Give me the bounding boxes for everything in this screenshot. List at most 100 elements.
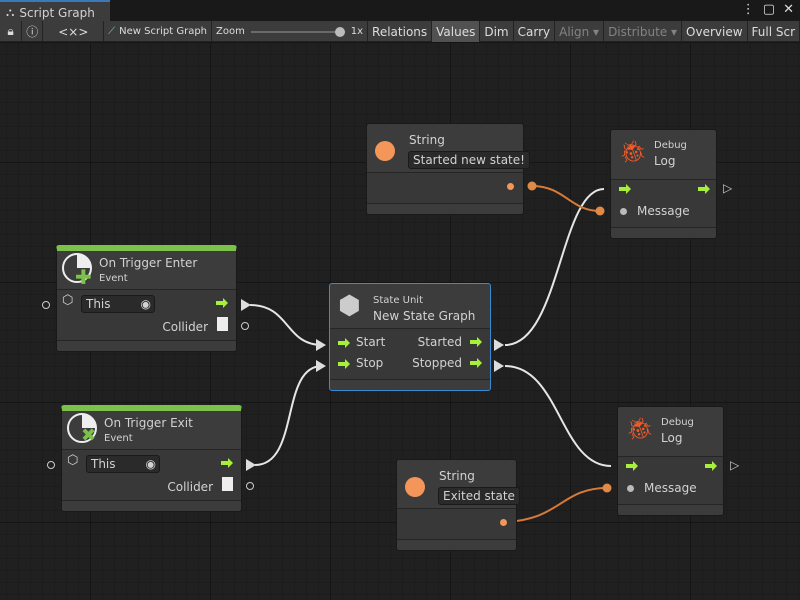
hierarchy-icon: ⛬	[6, 5, 15, 19]
node-subtitle: Debug	[654, 140, 687, 151]
zoom-slider-thumb[interactable]	[334, 26, 345, 37]
code-icon: <×>	[58, 24, 89, 39]
toolbar-button-carry[interactable]: Carry	[514, 21, 556, 42]
start-input-port[interactable]	[316, 339, 326, 351]
node-subtitle: Debug	[661, 417, 694, 428]
started-arrow-icon[interactable]	[470, 337, 482, 347]
flow-output-arrow-icon[interactable]	[221, 458, 233, 468]
node-title: Log	[654, 154, 676, 168]
stopped-arrow-icon[interactable]	[470, 358, 482, 368]
target-field[interactable]: This ◉	[81, 295, 155, 313]
trigger-input-port[interactable]	[42, 301, 50, 309]
lock-button[interactable]: 🔒︎	[0, 21, 23, 42]
target-value: This	[86, 297, 111, 311]
target-picker-icon[interactable]: ◉	[145, 457, 156, 471]
flow-output-arrow-icon[interactable]	[698, 184, 710, 194]
document-icon	[217, 317, 228, 331]
collider-output-port[interactable]	[241, 322, 249, 330]
graph-icon: ⟋	[108, 26, 116, 37]
port-label: Started	[417, 335, 462, 349]
toolbar: 🔒︎ ⓘ <×> ⟋New Script Graph Zoom 1x Relat…	[0, 21, 800, 42]
string-value-input[interactable]: Started new state!	[408, 151, 530, 169]
node-title: String	[409, 133, 445, 147]
debug-log-node-2[interactable]: 🐞︎ Debug Log Message	[617, 406, 724, 516]
graph-name: New Script Graph	[119, 26, 208, 37]
port-label: Message	[637, 204, 690, 218]
started-output-port[interactable]	[494, 339, 504, 351]
on-trigger-enter-node[interactable]: ✚ On Trigger Enter Event ⬡ This ◉ Collide…	[56, 245, 237, 352]
flow-input-arrow-icon[interactable]	[626, 461, 638, 471]
zoom-value: 1x	[350, 26, 364, 37]
toolbar-button-dim[interactable]: Dim	[480, 21, 514, 42]
node-title: On Trigger Enter	[99, 256, 198, 270]
zoom-label: Zoom	[216, 26, 245, 37]
more-icon[interactable]: ⋮	[741, 2, 755, 17]
state-unit-icon: ⬢	[338, 291, 361, 321]
stop-input-port[interactable]	[316, 360, 326, 372]
node-subtitle: Event	[99, 273, 128, 284]
trigger-enter-icon	[62, 253, 92, 283]
maximize-icon[interactable]: ▢	[762, 2, 776, 17]
output-label: Collider	[167, 480, 213, 494]
zoom-slider[interactable]	[250, 26, 345, 37]
toolbar-button-distribute[interactable]: Distribute ▾	[604, 21, 683, 42]
output-label: Collider	[162, 320, 208, 334]
flow-output-port-icon[interactable]: ▷	[730, 458, 740, 472]
flow-output-port-icon[interactable]: ▷	[723, 181, 733, 195]
node-subtitle: Event	[104, 433, 133, 444]
node-title: Log	[661, 431, 683, 445]
toolbar-button-fullscr[interactable]: Full Scr	[748, 21, 800, 42]
stop-arrow-icon[interactable]	[338, 359, 350, 369]
start-arrow-icon[interactable]	[338, 338, 350, 348]
port-label: Start	[356, 335, 386, 349]
flow-output-arrow-icon[interactable]	[216, 298, 228, 308]
node-title: New State Graph	[373, 309, 476, 323]
port-label: Stopped	[412, 356, 462, 370]
port-label: Message	[644, 481, 697, 495]
trigger-input-port[interactable]	[47, 461, 55, 469]
tab-title: Script Graph	[19, 5, 95, 20]
plus-icon: ✚	[75, 265, 92, 289]
string-icon	[405, 477, 425, 497]
info-button[interactable]: ⓘ	[22, 21, 44, 42]
node-title: String	[439, 469, 475, 483]
graph-breadcrumb[interactable]: ⟋New Script Graph	[104, 21, 213, 42]
target-value: This	[91, 457, 116, 471]
string-output-port[interactable]	[507, 183, 514, 190]
string-node-1[interactable]: String Started new state!	[366, 123, 530, 215]
string-value-input[interactable]: Exited state	[438, 487, 520, 505]
collider-output-port[interactable]	[246, 482, 254, 490]
close-icon[interactable]: ✕	[783, 2, 794, 17]
target-field[interactable]: This ◉	[86, 455, 160, 473]
code-button[interactable]: <×>	[43, 21, 105, 42]
flow-output-arrow-icon[interactable]	[705, 461, 717, 471]
node-title: On Trigger Exit	[104, 416, 193, 430]
debug-log-node-1[interactable]: 🐞︎ Debug Log Message	[610, 129, 717, 239]
document-icon	[222, 477, 233, 491]
cube-icon: ⬡	[67, 453, 79, 468]
toolbar-button-overview[interactable]: Overview	[682, 21, 748, 42]
state-unit-node[interactable]: ⬢ State Unit New State Graph Start Stop …	[329, 283, 491, 391]
tab-script-graph[interactable]: ⛬ Script Graph	[0, 0, 110, 21]
string-output-port[interactable]	[500, 519, 507, 526]
bug-icon: 🐞︎	[619, 140, 647, 165]
trigger-exit-icon	[67, 413, 97, 443]
stopped-output-port[interactable]	[494, 360, 504, 372]
on-trigger-exit-node[interactable]: ✖ On Trigger Exit Event ⬡ This ◉ Collider	[61, 405, 242, 512]
cube-icon: ⬡	[62, 293, 74, 308]
target-picker-icon[interactable]: ◉	[140, 297, 151, 311]
flow-input-arrow-icon[interactable]	[619, 184, 631, 194]
message-port[interactable]	[627, 485, 634, 492]
x-icon: ✖	[81, 425, 97, 446]
toolbar-button-relations[interactable]: Relations	[368, 21, 433, 42]
tab-bar: ⛬ Script Graph ⋮ ▢ ✕	[0, 0, 800, 21]
toolbar-button-align[interactable]: Align ▾	[555, 21, 605, 42]
string-node-2[interactable]: String Exited state	[396, 459, 520, 551]
zoom-control: Zoom 1x	[212, 21, 369, 42]
message-port[interactable]	[620, 208, 627, 215]
flow-output-port-icon[interactable]	[241, 299, 251, 311]
toolbar-button-values[interactable]: Values	[432, 21, 481, 42]
bug-icon: 🐞︎	[626, 417, 654, 442]
port-label: Stop	[356, 356, 384, 370]
flow-output-port-icon[interactable]	[246, 459, 256, 471]
